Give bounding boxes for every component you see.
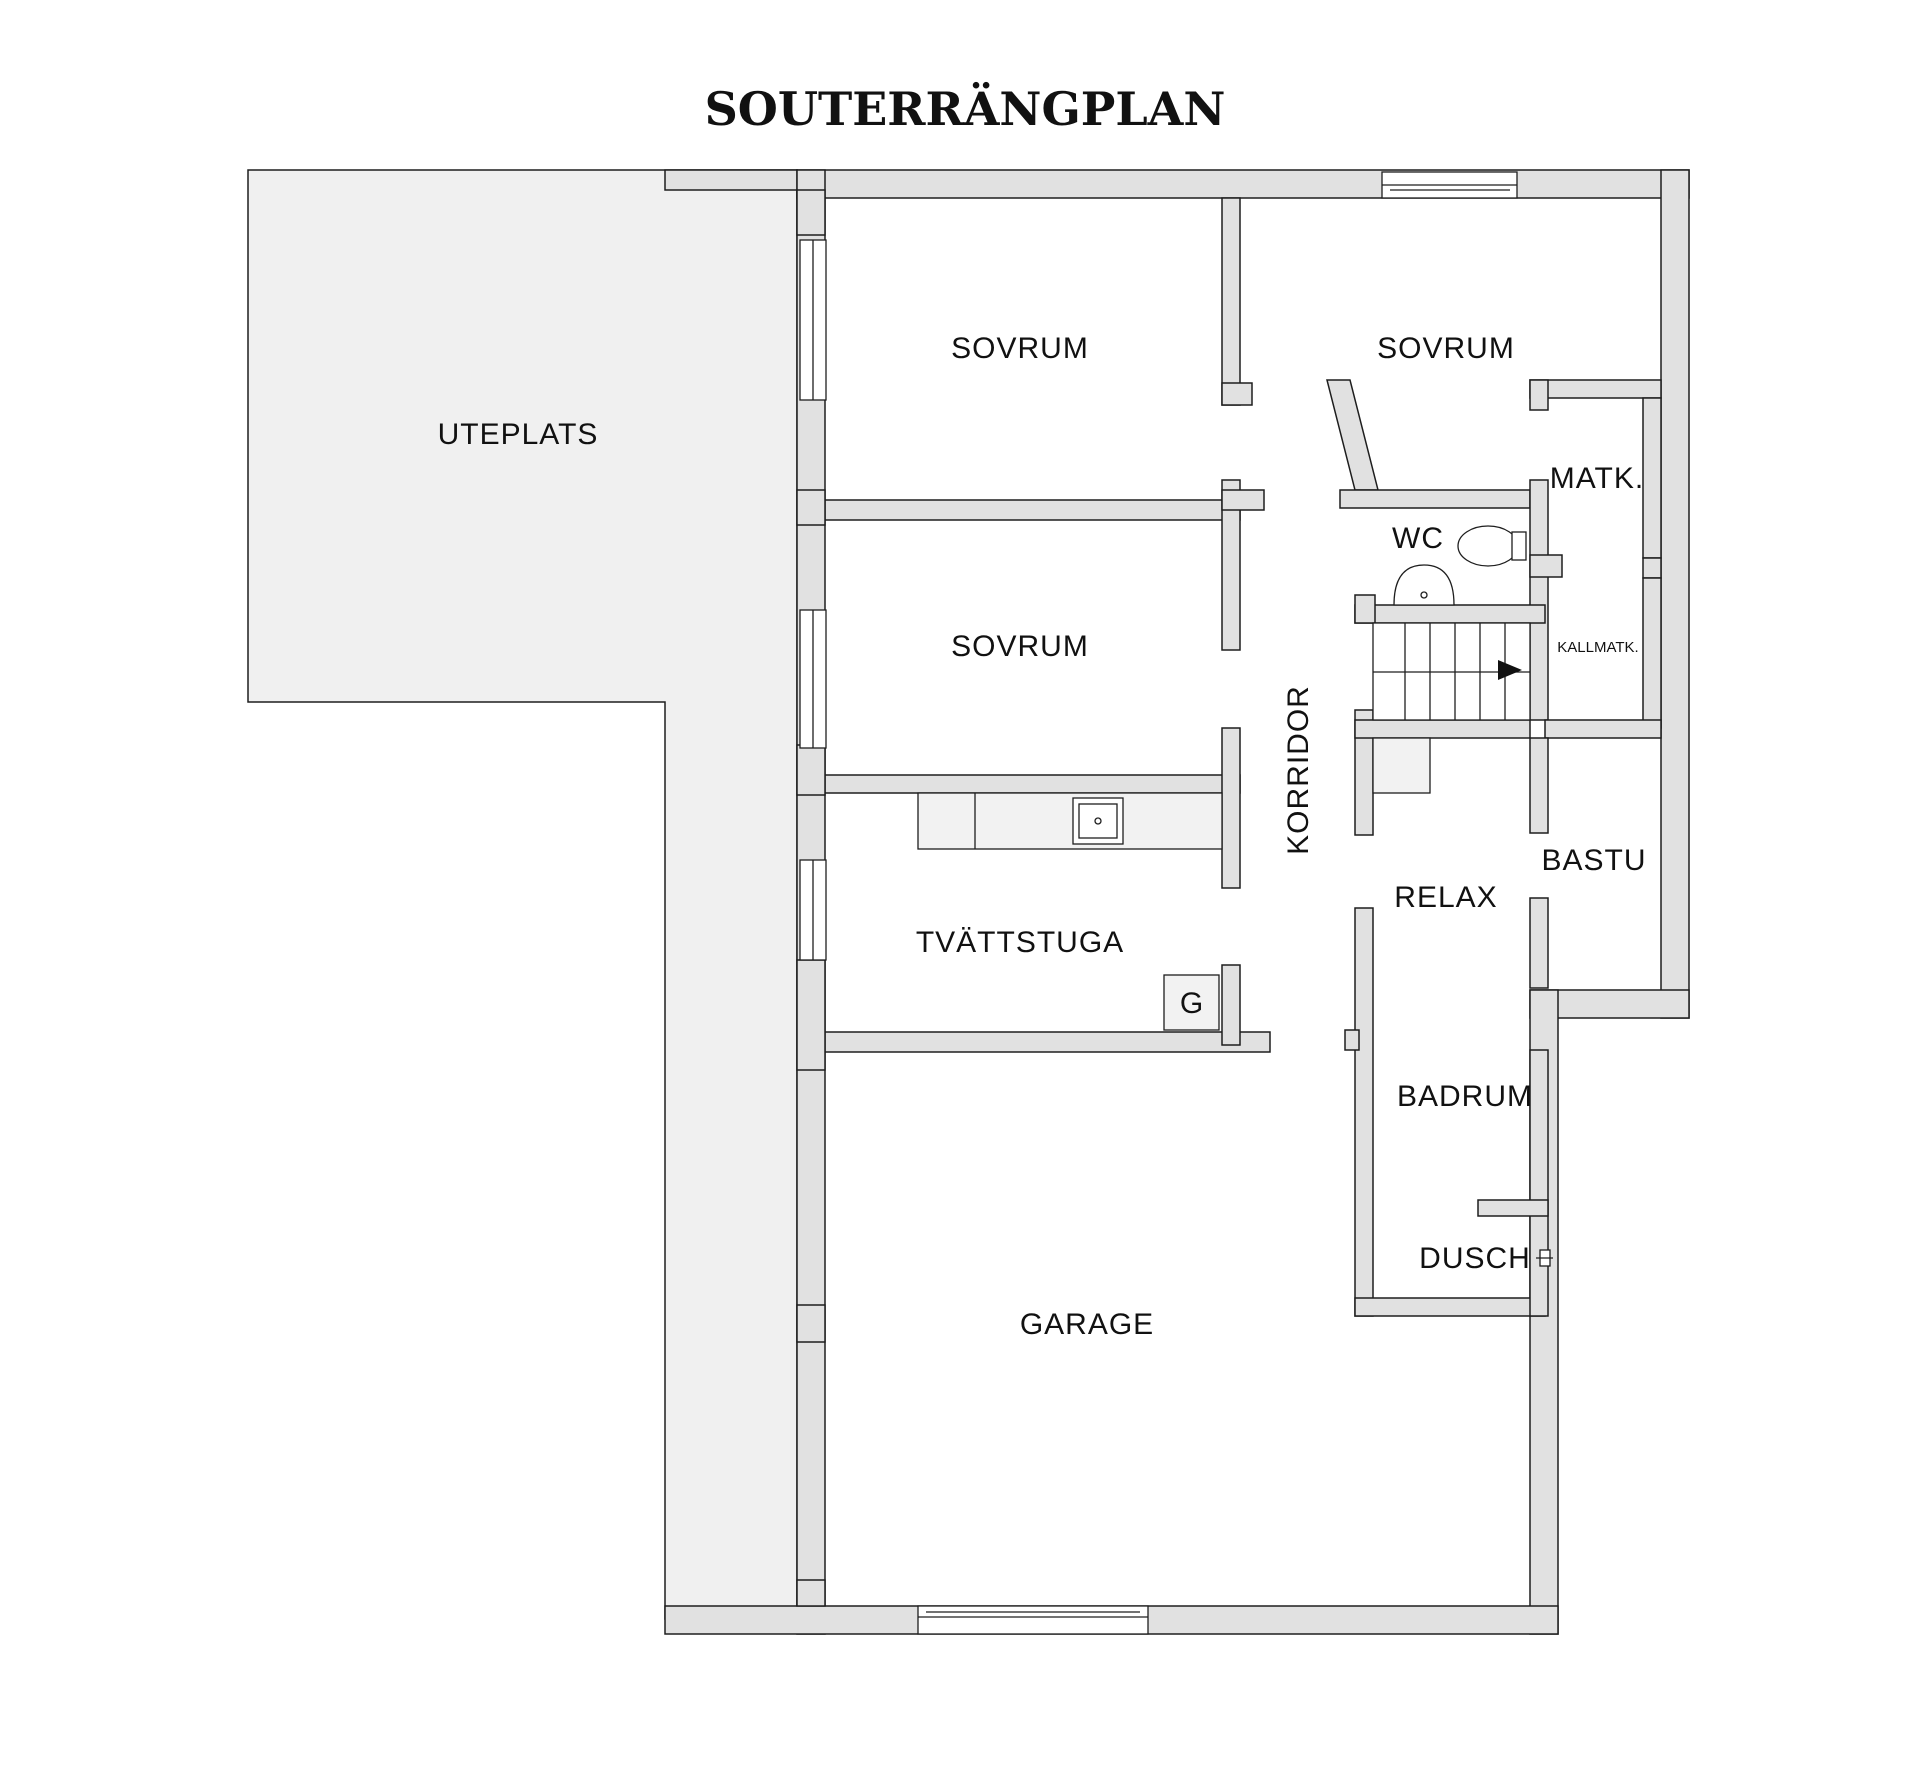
toilet-icon — [1457, 525, 1519, 567]
fixtures — [917, 525, 1553, 1267]
plan-title: SOUTERRÄNGPLAN — [705, 81, 1226, 136]
shower-icon — [1536, 1249, 1553, 1267]
label-sovrum-3: SOVRUM — [951, 630, 1089, 663]
label-dusch: DUSCH — [1419, 1242, 1531, 1275]
label-garage: GARAGE — [1020, 1308, 1154, 1341]
label-korridor: KORRIDOR — [1282, 685, 1315, 855]
g-box — [1163, 974, 1220, 1031]
label-badrum: BADRUM — [1397, 1080, 1533, 1113]
room-labels: UTEPLATS SOVRUM SOVRUM SOVRUM MATK. WC K… — [438, 332, 1646, 1341]
label-sovrum-2: SOVRUM — [1377, 332, 1515, 365]
label-matk: MATK. — [1550, 462, 1644, 495]
label-g: G — [1180, 987, 1204, 1020]
counter — [917, 792, 1223, 850]
label-uteplats: UTEPLATS — [438, 418, 599, 451]
terrace-area — [247, 169, 798, 1620]
label-tvattstuga: TVÄTTSTUGA — [916, 926, 1124, 959]
label-relax: RELAX — [1394, 881, 1497, 914]
stair-arrow-icon — [1498, 660, 1522, 680]
stairs-icon — [1372, 622, 1531, 721]
label-kallmatk: KALLMATK. — [1557, 639, 1638, 656]
label-wc: WC — [1392, 522, 1444, 555]
windows — [799, 171, 1518, 1635]
relax-bench — [1372, 737, 1431, 794]
interior-walls — [796, 189, 1662, 1607]
label-sovrum-1: SOVRUM — [951, 332, 1089, 365]
wc-sink-icon — [1393, 564, 1455, 606]
label-bastu: BASTU — [1541, 844, 1646, 877]
window-bottom — [917, 1605, 1149, 1635]
